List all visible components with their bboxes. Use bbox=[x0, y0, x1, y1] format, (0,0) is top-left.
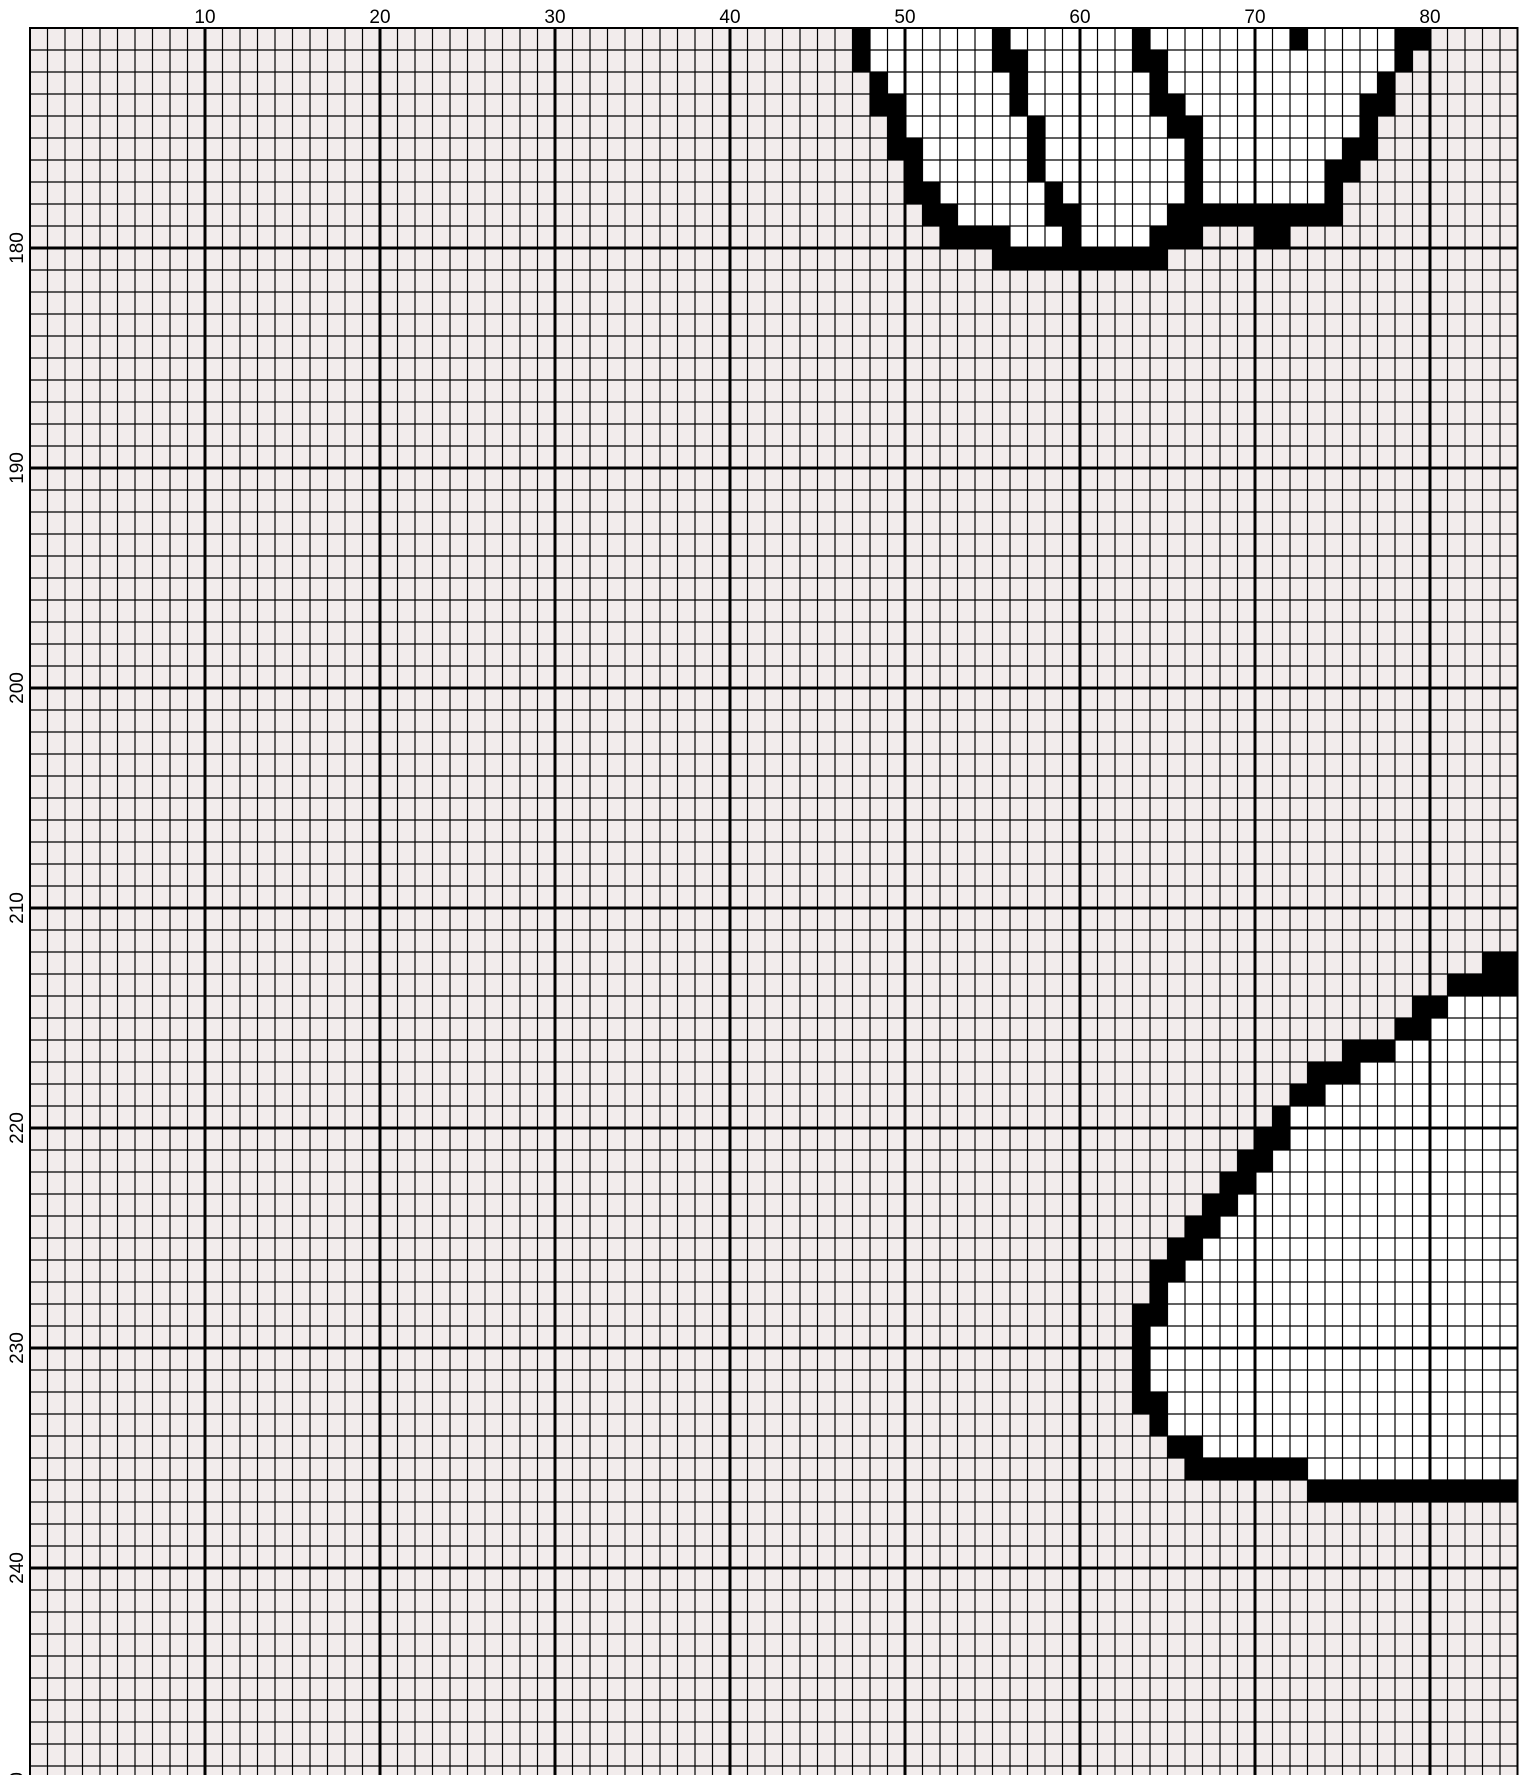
open-stitch-cell bbox=[1080, 204, 1168, 226]
open-stitch-cell bbox=[1168, 50, 1396, 72]
filled-stitch-cell bbox=[853, 50, 871, 72]
open-stitch-cell bbox=[1203, 160, 1326, 182]
filled-stitch-cell bbox=[1028, 138, 1046, 160]
filled-stitch-cell bbox=[853, 28, 871, 50]
open-stitch-cell bbox=[1010, 226, 1063, 248]
open-stitch-cell bbox=[1150, 1370, 1518, 1392]
open-stitch-cell bbox=[1360, 1062, 1518, 1084]
filled-stitch-cell bbox=[1150, 72, 1168, 94]
filled-stitch-cell bbox=[993, 28, 1011, 50]
filled-stitch-cell bbox=[1325, 182, 1343, 204]
open-stitch-cell bbox=[1290, 1128, 1518, 1150]
filled-stitch-cell bbox=[1378, 72, 1396, 94]
y-tick-label: 180 bbox=[7, 232, 28, 264]
open-stitch-cell bbox=[1395, 1040, 1518, 1062]
x-tick-label: 10 bbox=[194, 7, 215, 28]
filled-stitch-cell bbox=[1133, 1326, 1151, 1348]
filled-stitch-cell bbox=[1343, 1040, 1396, 1062]
y-tick-label: 210 bbox=[7, 892, 28, 924]
filled-stitch-cell bbox=[1150, 1282, 1168, 1304]
y-tick-label: 200 bbox=[7, 672, 28, 704]
open-stitch-cell bbox=[1010, 28, 1133, 50]
filled-stitch-cell bbox=[1063, 226, 1081, 248]
filled-stitch-cell bbox=[1273, 1106, 1291, 1128]
filled-stitch-cell bbox=[1028, 116, 1046, 138]
filled-stitch-cell bbox=[1010, 94, 1028, 116]
open-stitch-cell bbox=[870, 50, 993, 72]
y-tick-label: 190 bbox=[7, 452, 28, 484]
y-tick-label: 240 bbox=[7, 1552, 28, 1584]
open-stitch-cell bbox=[1028, 94, 1151, 116]
open-stitch-cell bbox=[1203, 116, 1361, 138]
filled-stitch-cell bbox=[1150, 1414, 1168, 1436]
filled-stitch-cell bbox=[1360, 116, 1378, 138]
filled-stitch-cell bbox=[905, 160, 923, 182]
filled-stitch-cell bbox=[1133, 1348, 1151, 1370]
filled-stitch-cell bbox=[870, 72, 888, 94]
x-tick-label: 80 bbox=[1419, 7, 1440, 28]
filled-stitch-cell bbox=[1133, 1370, 1151, 1392]
open-stitch-cell bbox=[905, 116, 1028, 138]
filled-stitch-cell bbox=[1290, 28, 1308, 50]
x-tick-label: 20 bbox=[369, 7, 390, 28]
filled-stitch-cell bbox=[888, 116, 906, 138]
open-stitch-cell bbox=[1255, 1172, 1518, 1194]
open-stitch-cell bbox=[1185, 1260, 1518, 1282]
open-stitch-cell bbox=[1325, 1084, 1518, 1106]
x-tick-label: 30 bbox=[544, 7, 565, 28]
open-stitch-cell bbox=[1290, 1106, 1518, 1128]
y-tick-label: 230 bbox=[7, 1332, 28, 1364]
x-tick-label: 60 bbox=[1069, 7, 1090, 28]
filled-stitch-cell bbox=[1028, 160, 1046, 182]
filled-stitch-cell bbox=[1185, 160, 1203, 182]
filled-stitch-cell bbox=[1150, 226, 1203, 248]
grid-background bbox=[30, 28, 1518, 1775]
open-stitch-cell bbox=[958, 204, 1046, 226]
filled-stitch-cell bbox=[1185, 138, 1203, 160]
filled-stitch-cell bbox=[1045, 182, 1063, 204]
filled-stitch-cell bbox=[1395, 50, 1413, 72]
open-stitch-cell bbox=[870, 28, 993, 50]
open-stitch-cell bbox=[1203, 182, 1326, 204]
filled-stitch-cell bbox=[1185, 182, 1203, 204]
filled-stitch-cell bbox=[1010, 72, 1028, 94]
filled-stitch-cell bbox=[1308, 1062, 1361, 1084]
filled-stitch-cell bbox=[1133, 28, 1151, 50]
open-stitch-cell bbox=[1150, 1326, 1518, 1348]
x-tick-label: 50 bbox=[894, 7, 915, 28]
x-tick-label: 70 bbox=[1244, 7, 1265, 28]
y-tick-label: 220 bbox=[7, 1112, 28, 1144]
open-stitch-cell bbox=[1220, 1216, 1518, 1238]
filled-stitch-cell bbox=[1185, 1458, 1308, 1480]
open-stitch-cell bbox=[1045, 116, 1168, 138]
open-stitch-cell bbox=[1150, 1348, 1518, 1370]
x-tick-label: 40 bbox=[719, 7, 740, 28]
open-stitch-cell bbox=[1308, 28, 1396, 50]
open-stitch-cell bbox=[1430, 1018, 1518, 1040]
open-stitch-cell bbox=[1028, 72, 1151, 94]
